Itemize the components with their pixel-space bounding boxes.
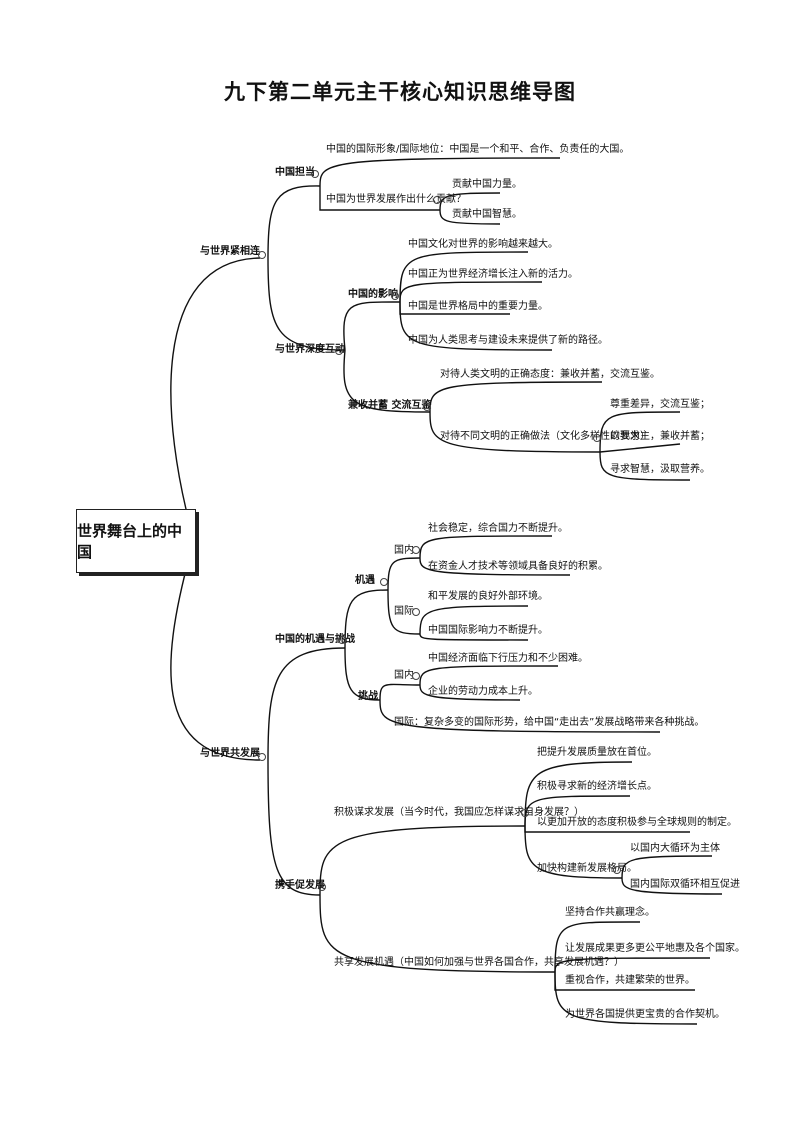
node-peaceful-env: 和平发展的良好外部环境。 bbox=[428, 591, 548, 602]
node-new-growth: 积极寻求新的经济增长点。 bbox=[537, 781, 657, 792]
node-china-influence: 中国的影响 bbox=[348, 289, 398, 300]
collapse-icon[interactable] bbox=[338, 636, 346, 644]
node-international-challenge: 国际：复杂多变的国际形势，给中国“走出去”发展战略带来各种挑战。 bbox=[394, 717, 705, 728]
root-node: 世界舞台上的中国 bbox=[76, 509, 196, 573]
node-cooperation-chance: 为世界各国提供更宝贵的合作契机。 bbox=[565, 1009, 725, 1020]
collapse-icon[interactable] bbox=[258, 251, 266, 259]
node-prosperous-world: 重视合作，共建繁荣的世界。 bbox=[565, 975, 695, 986]
node-respect-diff: 尊重差异，交流互鉴； bbox=[610, 399, 710, 410]
node-with-world: 与世界紧相连 bbox=[200, 246, 260, 257]
node-fair-benefit: 让发展成果更多更公平地惠及各个国家。 bbox=[565, 943, 745, 954]
node-attitude: 对待人类文明的正确态度：兼收并蓄，交流互鉴。 bbox=[440, 369, 660, 380]
node-good-foundation: 在资金人才技术等领域具备良好的积累。 bbox=[428, 561, 608, 572]
node-contribute-strength: 贡献中国力量。 bbox=[452, 179, 522, 190]
node-social-stable: 社会稳定，综合国力不断提升。 bbox=[428, 523, 568, 534]
node-new-pattern: 加快构建新发展格局。 bbox=[537, 863, 637, 874]
node-influence-economy: 中国正为世界经济增长注入新的活力。 bbox=[408, 269, 578, 280]
collapse-icon[interactable] bbox=[412, 672, 420, 680]
node-seek-development: 积极谋求发展（当今时代，我国应怎样谋求自身发展？） bbox=[334, 807, 584, 818]
node-challenge: 挑战 bbox=[358, 691, 378, 702]
collapse-icon[interactable] bbox=[258, 753, 266, 761]
node-influence-path: 中国为人类思考与建设未来提供了新的路径。 bbox=[408, 335, 608, 346]
node-labor-cost: 企业的劳动力成本上升。 bbox=[428, 686, 538, 697]
node-china-contribution: 中国为世界发展作出什么贡献？ bbox=[326, 194, 466, 205]
node-economic-pressure: 中国经济面临下行压力和不少困难。 bbox=[428, 653, 588, 664]
node-deep-interaction: 与世界深度互动 bbox=[275, 344, 345, 355]
collapse-icon[interactable] bbox=[593, 434, 601, 442]
node-opportunity-challenge: 中国的机遇与挑战 bbox=[275, 634, 355, 645]
collapse-icon[interactable] bbox=[412, 546, 420, 554]
node-mutual-learning: 兼收并蓄 交流互鉴 bbox=[348, 400, 432, 411]
node-domestic: 国内 bbox=[394, 545, 414, 556]
collapse-icon[interactable] bbox=[423, 403, 431, 411]
root-label: 世界舞台上的中国 bbox=[77, 522, 183, 561]
node-contribute-wisdom: 贡献中国智慧。 bbox=[452, 209, 522, 220]
collapse-icon[interactable] bbox=[318, 883, 326, 891]
node-dual-cycle: 国内国际双循环相互促进 bbox=[630, 879, 740, 890]
page-title: 九下第二单元主干核心知识思维导图 bbox=[224, 80, 576, 104]
node-share-opportunity: 共享发展机遇（中国如何加强与世界各国合作，共享发展机遇？） bbox=[334, 957, 624, 968]
node-win-win: 坚持合作共赢理念。 bbox=[565, 907, 655, 918]
collapse-icon[interactable] bbox=[433, 196, 441, 204]
node-influence-rise: 中国国际影响力不断提升。 bbox=[428, 625, 548, 636]
collapse-icon[interactable] bbox=[335, 347, 343, 355]
collapse-icon[interactable] bbox=[311, 170, 319, 178]
collapse-icon[interactable] bbox=[412, 608, 420, 616]
node-seek-wisdom: 寻求智慧，汲取营养。 bbox=[610, 464, 710, 475]
node-approach: 对待不同文明的正确做法（文化多样性的要求） bbox=[440, 431, 650, 442]
node-china-image: 中国的国际形象/国际地位：中国是一个和平、合作、负责任的大国。 bbox=[326, 144, 630, 155]
node-international: 国际 bbox=[394, 606, 414, 617]
node-develop-together: 与世界共发展 bbox=[200, 748, 260, 759]
node-opportunity: 机遇 bbox=[355, 575, 375, 586]
node-influence-pattern: 中国是世界格局中的重要力量。 bbox=[408, 301, 548, 312]
collapse-icon[interactable] bbox=[391, 292, 399, 300]
node-cooperation: 携手促发展 bbox=[275, 880, 325, 891]
node-self-based: 以我为主，兼收并蓄； bbox=[610, 431, 710, 442]
node-quality-first: 把提升发展质量放在首位。 bbox=[537, 747, 657, 758]
node-domestic-2: 国内 bbox=[394, 670, 414, 681]
node-china-responsibility: 中国担当 bbox=[275, 167, 315, 178]
collapse-icon[interactable] bbox=[521, 809, 529, 817]
node-global-rules: 以更加开放的态度积极参与全球规则的制定。 bbox=[537, 817, 737, 828]
collapse-icon[interactable] bbox=[380, 578, 388, 586]
node-domestic-cycle: 以国内大循环为主体 bbox=[630, 843, 720, 854]
collapse-icon[interactable] bbox=[613, 866, 621, 874]
node-influence-culture: 中国文化对世界的影响越来越大。 bbox=[408, 239, 558, 250]
